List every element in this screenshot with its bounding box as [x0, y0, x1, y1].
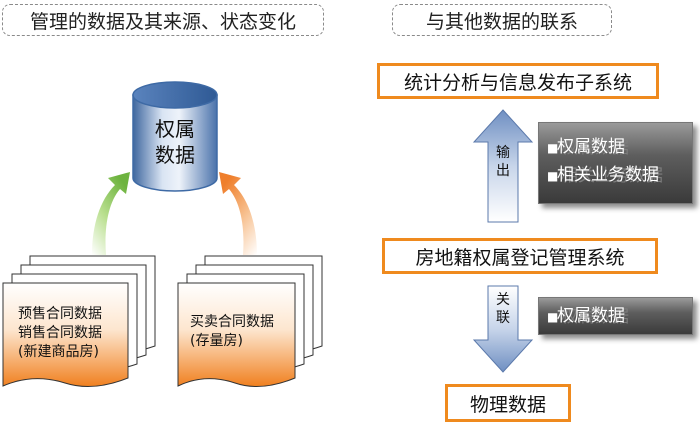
database-label: 权属 数据 — [133, 116, 217, 168]
physical-data-box: 物理数据 — [445, 384, 571, 422]
database-label-line2: 数据 — [155, 143, 195, 167]
right-diagram-arrows — [472, 109, 534, 373]
output-data-item: ■相关业务数据相关业务数据 — [547, 161, 692, 189]
left-document-stack — [2, 255, 156, 387]
left-doc-line3: (新建商品房) — [18, 344, 99, 360]
output-data-item-label: 权属数据 — [557, 137, 625, 157]
database-cylinder — [132, 81, 218, 192]
registration-system-box: 房地籍权属登记管理系统 — [382, 238, 658, 274]
green-curved-arrow — [92, 172, 130, 255]
output-up-arrow — [472, 109, 534, 223]
right-document-text: 买卖合同数据 (存量房) — [190, 313, 274, 351]
linked-data-item-label: 权属数据 — [557, 306, 625, 326]
output-arrow-label: 输出 — [496, 145, 510, 179]
output-data-item-label: 相关业务数据 — [557, 165, 659, 185]
database-label-line1: 权属 — [155, 117, 195, 141]
linked-data-item: ■权属数据权属数据 — [547, 302, 692, 330]
linked-data-panel: ■权属数据权属数据 — [538, 297, 693, 335]
output-data-item-shadow: 相关业务数据 — [561, 166, 663, 186]
output-data-item-shadow: 权属数据 — [561, 138, 629, 158]
stats-subsystem-box: 统计分析与信息发布子系统 — [377, 63, 659, 99]
linked-data-item-shadow: 权属数据 — [561, 307, 629, 327]
right-section-header: 与其他数据的联系 — [392, 4, 612, 36]
orange-curved-arrow — [219, 172, 257, 255]
link-down-arrow — [472, 285, 534, 373]
left-doc-line1: 预售合同数据 — [18, 306, 102, 322]
right-doc-line1: 买卖合同数据 — [190, 314, 274, 330]
bullet-icon: ■ — [547, 169, 559, 183]
left-document-text: 预售合同数据 销售合同数据 (新建商品房) — [18, 305, 102, 362]
output-data-item: ■权属数据权属数据 — [547, 133, 692, 161]
bullet-icon: ■ — [547, 310, 559, 324]
left-doc-line2: 销售合同数据 — [18, 325, 102, 341]
left-section-header: 管理的数据及其来源、状态变化 — [2, 4, 324, 36]
right-document-stack — [177, 255, 323, 388]
link-arrow-label: 关联 — [496, 292, 510, 326]
bullet-icon: ■ — [547, 141, 559, 155]
output-data-panel: ■权属数据权属数据 ■相关业务数据相关业务数据 — [538, 122, 693, 204]
right-doc-line2: (存量房) — [190, 333, 243, 349]
left-diagram-graphics — [2, 81, 323, 388]
